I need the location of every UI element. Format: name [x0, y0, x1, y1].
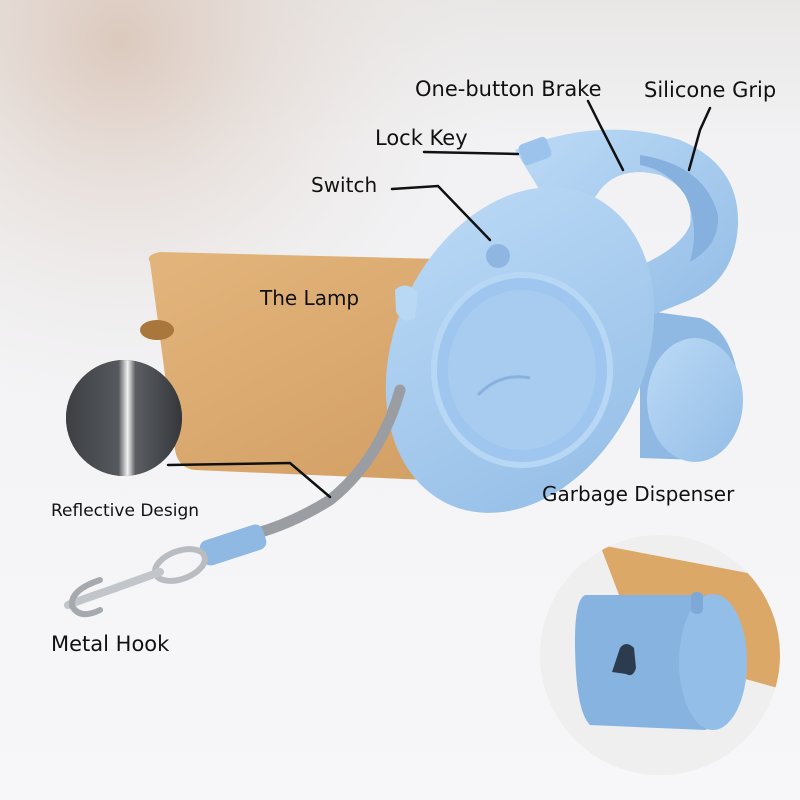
label-silicone-grip: Silicone Grip: [644, 78, 777, 102]
label-metal-hook: Metal Hook: [51, 632, 170, 656]
label-switch: Switch: [311, 173, 378, 197]
garbage-dispenser-cap: [647, 338, 743, 462]
label-one-button-brake: One-button Brake: [415, 77, 602, 101]
lock-key: [518, 136, 552, 166]
switch-button: [486, 244, 510, 268]
wooden-board-hole-ellipse: [140, 320, 174, 340]
metal-hook: [64, 546, 208, 618]
lamp: [395, 285, 418, 321]
label-garbage-dispenser: Garbage Dispenser: [542, 482, 735, 506]
reflective-design-detail: [66, 360, 182, 476]
label-lock-key: Lock Key: [375, 126, 468, 150]
leash-dial-face: [448, 290, 596, 450]
garbage-dispenser-detail: [540, 535, 780, 775]
silicone-grip: [640, 155, 719, 262]
label-the-lamp: The Lamp: [260, 286, 360, 310]
label-reflective-design: Reflective Design: [51, 501, 200, 521]
callout-lines: [166, 99, 712, 499]
leash-dial-mark: [476, 375, 531, 397]
leash-strap: [244, 384, 406, 541]
strap-connector: [199, 524, 267, 566]
